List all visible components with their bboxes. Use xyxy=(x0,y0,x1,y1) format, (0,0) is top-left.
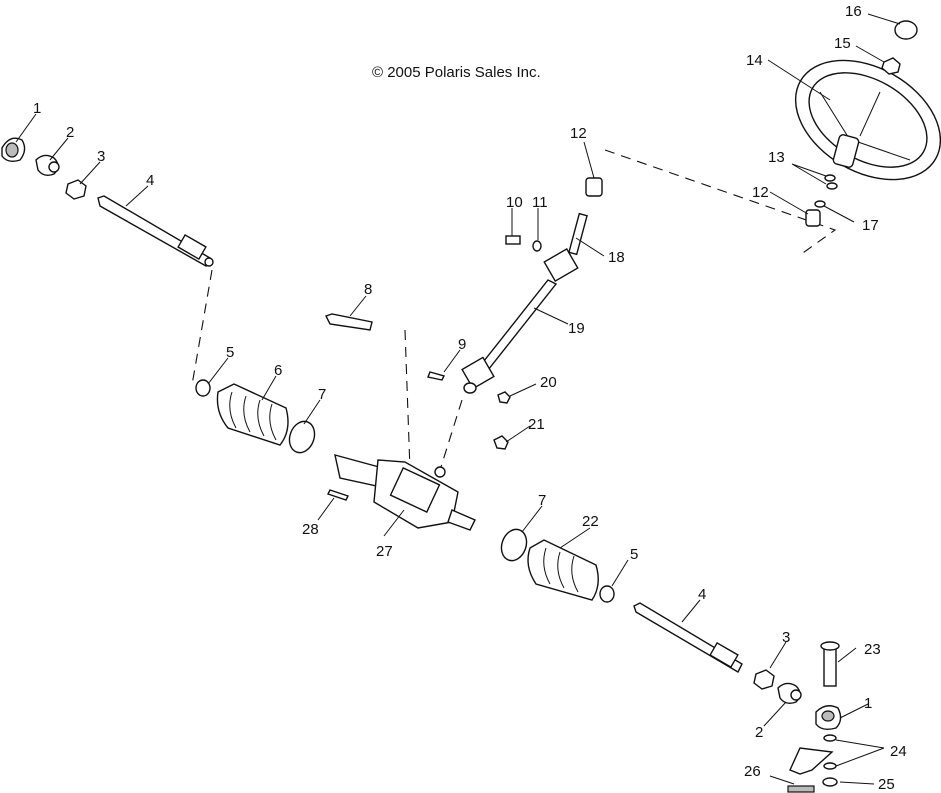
part-rack-housing xyxy=(334,454,476,531)
callout-3-right: 3 xyxy=(782,629,790,646)
callout-8: 8 xyxy=(364,281,372,298)
callout-12-upper: 12 xyxy=(570,125,587,142)
copyright-notice: © 2005 Polaris Sales Inc. xyxy=(372,64,541,81)
part-washer-11 xyxy=(532,240,542,252)
callout-23: 23 xyxy=(864,641,881,658)
callout-4-left: 4 xyxy=(146,172,154,189)
callout-2-left: 2 xyxy=(66,124,74,141)
callout-21: 21 xyxy=(528,416,545,433)
part-steering-wheel xyxy=(794,59,941,181)
callout-17: 17 xyxy=(862,217,879,234)
part-tie-rod-end-left xyxy=(1,137,26,163)
part-bolt-8 xyxy=(325,313,373,331)
callout-24: 24 xyxy=(890,743,907,760)
part-cap-16 xyxy=(894,20,918,40)
callout-16: 16 xyxy=(845,3,862,20)
part-washer-17 xyxy=(814,200,826,208)
part-shaft-19 xyxy=(478,279,558,371)
part-tie-rod-end-right xyxy=(815,705,842,731)
part-nut-20 xyxy=(497,391,511,404)
part-universal-joint-upper xyxy=(543,212,588,282)
part-universal-joint-lower xyxy=(461,356,495,394)
part-jam-nut-left xyxy=(65,179,87,200)
part-nut-21 xyxy=(493,435,509,450)
callout-28: 28 xyxy=(302,521,319,538)
callout-labels: 1 2 3 4 5 6 7 8 9 10 11 12 12 13 14 15 1… xyxy=(33,3,907,793)
callout-5-right: 5 xyxy=(630,546,638,563)
callout-5-left: 5 xyxy=(226,344,234,361)
callout-10: 10 xyxy=(506,194,523,211)
part-bushing-12-upper xyxy=(585,177,603,197)
part-boot-clamp-right xyxy=(500,528,528,562)
part-bolt-23 xyxy=(820,641,840,687)
assembly-dashed-lines xyxy=(191,149,837,471)
part-washers-24 xyxy=(823,734,837,770)
callout-27: 27 xyxy=(376,543,393,560)
part-jam-nut-right xyxy=(753,669,775,690)
callout-19: 19 xyxy=(568,320,585,337)
part-bolt-10 xyxy=(505,235,521,245)
part-bushing-12-lower xyxy=(805,209,821,227)
callout-18: 18 xyxy=(608,249,625,266)
callout-11: 11 xyxy=(532,194,548,211)
part-inner-tie-rod-right xyxy=(633,602,743,673)
callout-2-right: 2 xyxy=(755,724,763,741)
part-washers-13 xyxy=(824,174,838,190)
part-boot-left xyxy=(216,383,289,446)
callout-25: 25 xyxy=(878,776,895,793)
part-clamp-right xyxy=(599,585,615,603)
callout-20: 20 xyxy=(540,374,557,391)
callout-6: 6 xyxy=(274,362,282,379)
callout-26: 26 xyxy=(744,763,761,780)
part-clamp-left xyxy=(195,379,211,397)
callout-1-left: 1 xyxy=(33,100,41,117)
part-bolt-9 xyxy=(427,371,446,381)
part-ball-joint-left xyxy=(35,154,60,177)
part-mount-bolt-28 xyxy=(327,489,349,501)
part-nut-15 xyxy=(881,57,901,75)
callout-13: 13 xyxy=(768,149,785,166)
part-bracket-26 xyxy=(787,747,834,793)
callout-7-right: 7 xyxy=(538,492,546,509)
callout-7-left: 7 xyxy=(318,386,326,403)
callout-4-right: 4 xyxy=(698,586,706,603)
callout-9: 9 xyxy=(458,336,466,353)
part-ball-joint-right xyxy=(777,682,802,705)
part-nut-25 xyxy=(822,777,838,787)
callout-14: 14 xyxy=(746,52,763,69)
part-inner-tie-rod-left xyxy=(97,195,214,267)
callout-3-left: 3 xyxy=(97,148,105,165)
part-boot-clamp-left xyxy=(288,420,316,454)
callout-1-right: 1 xyxy=(864,695,872,712)
callout-12-lower: 12 xyxy=(752,184,769,201)
callout-15: 15 xyxy=(834,35,851,52)
part-boot-right xyxy=(527,539,599,601)
leader-lines xyxy=(15,13,901,785)
callout-22: 22 xyxy=(582,513,599,530)
